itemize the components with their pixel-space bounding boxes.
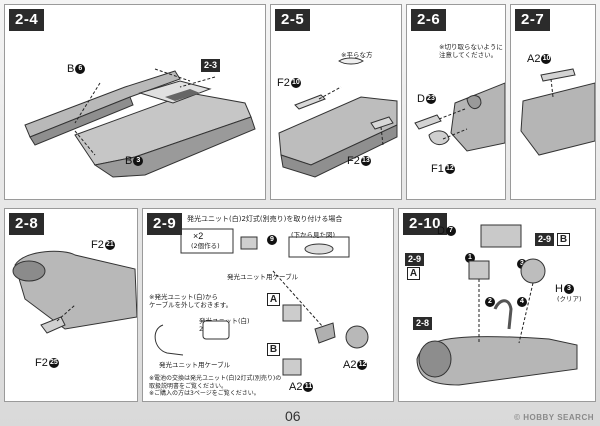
part-illustration bbox=[416, 224, 578, 386]
order-4: 4 bbox=[517, 297, 527, 307]
ref-badge: 2-3 bbox=[201, 59, 221, 72]
page-number: 06 bbox=[285, 408, 301, 424]
note-remove-cable: ※発光ユニット(白)から ケーブルを外しておきます。 bbox=[149, 293, 233, 309]
clear-note: (クリア) bbox=[557, 295, 582, 303]
cable-label: 発光ユニット用ケーブル bbox=[227, 273, 299, 281]
ref-badge-2-9: 2-9 bbox=[535, 233, 555, 246]
option-a-box: A bbox=[267, 293, 280, 306]
part-illustration bbox=[24, 68, 256, 178]
step-label: 2-5 bbox=[275, 9, 311, 31]
step-label: 2-6 bbox=[411, 9, 447, 31]
note-flat-side: ※平らな方 bbox=[341, 51, 373, 59]
part-illustration bbox=[414, 82, 505, 152]
order-2: 2 bbox=[485, 297, 495, 307]
panel-title: 発光ユニット(白)2灯式(別売り)を取り付ける場合 bbox=[187, 215, 343, 223]
step-label: 2-4 bbox=[9, 9, 45, 31]
step-label: 2-7 bbox=[515, 9, 551, 31]
option-b-box: B bbox=[267, 343, 280, 356]
note-battery: ※電池の交換は発光ユニット(白)2灯式(別売り)の 取扱説明書をご覧ください。 … bbox=[149, 375, 282, 397]
order-1: 1 bbox=[465, 253, 475, 263]
ref-badge-2-9-left: 2-9 bbox=[405, 253, 425, 266]
part-illustration bbox=[278, 57, 398, 178]
step-label: 2-10 bbox=[403, 213, 448, 235]
panel-2-9: 2-9 発光ユニット(白)2灯式(別売り)を取り付ける場合 ×2 (2個作る) … bbox=[142, 208, 394, 402]
watermark-logo: © HOBBY SEARCH bbox=[514, 413, 594, 422]
step-label: 2-9 bbox=[147, 213, 183, 235]
part-illustration bbox=[520, 68, 595, 156]
ref-box-a: A bbox=[407, 267, 420, 280]
inset-label: (下から見た図) bbox=[291, 231, 336, 239]
step-label: 2-8 bbox=[9, 213, 45, 235]
cable-label-2: 発光ユニット用ケーブル bbox=[159, 361, 231, 369]
quantity-note: (2個作る) bbox=[191, 242, 220, 250]
step-number-9: 9 bbox=[267, 235, 277, 245]
quantity-x2: ×2 bbox=[193, 231, 204, 241]
note-dont-cut: ※切り取らないように 注意してください。 bbox=[439, 43, 503, 59]
ref-box-b: B bbox=[557, 233, 570, 246]
order-3: 3 bbox=[517, 259, 527, 269]
part-illustration bbox=[154, 228, 369, 376]
part-illustration bbox=[12, 250, 137, 334]
ref-badge-2-8: 2-8 bbox=[413, 317, 433, 330]
